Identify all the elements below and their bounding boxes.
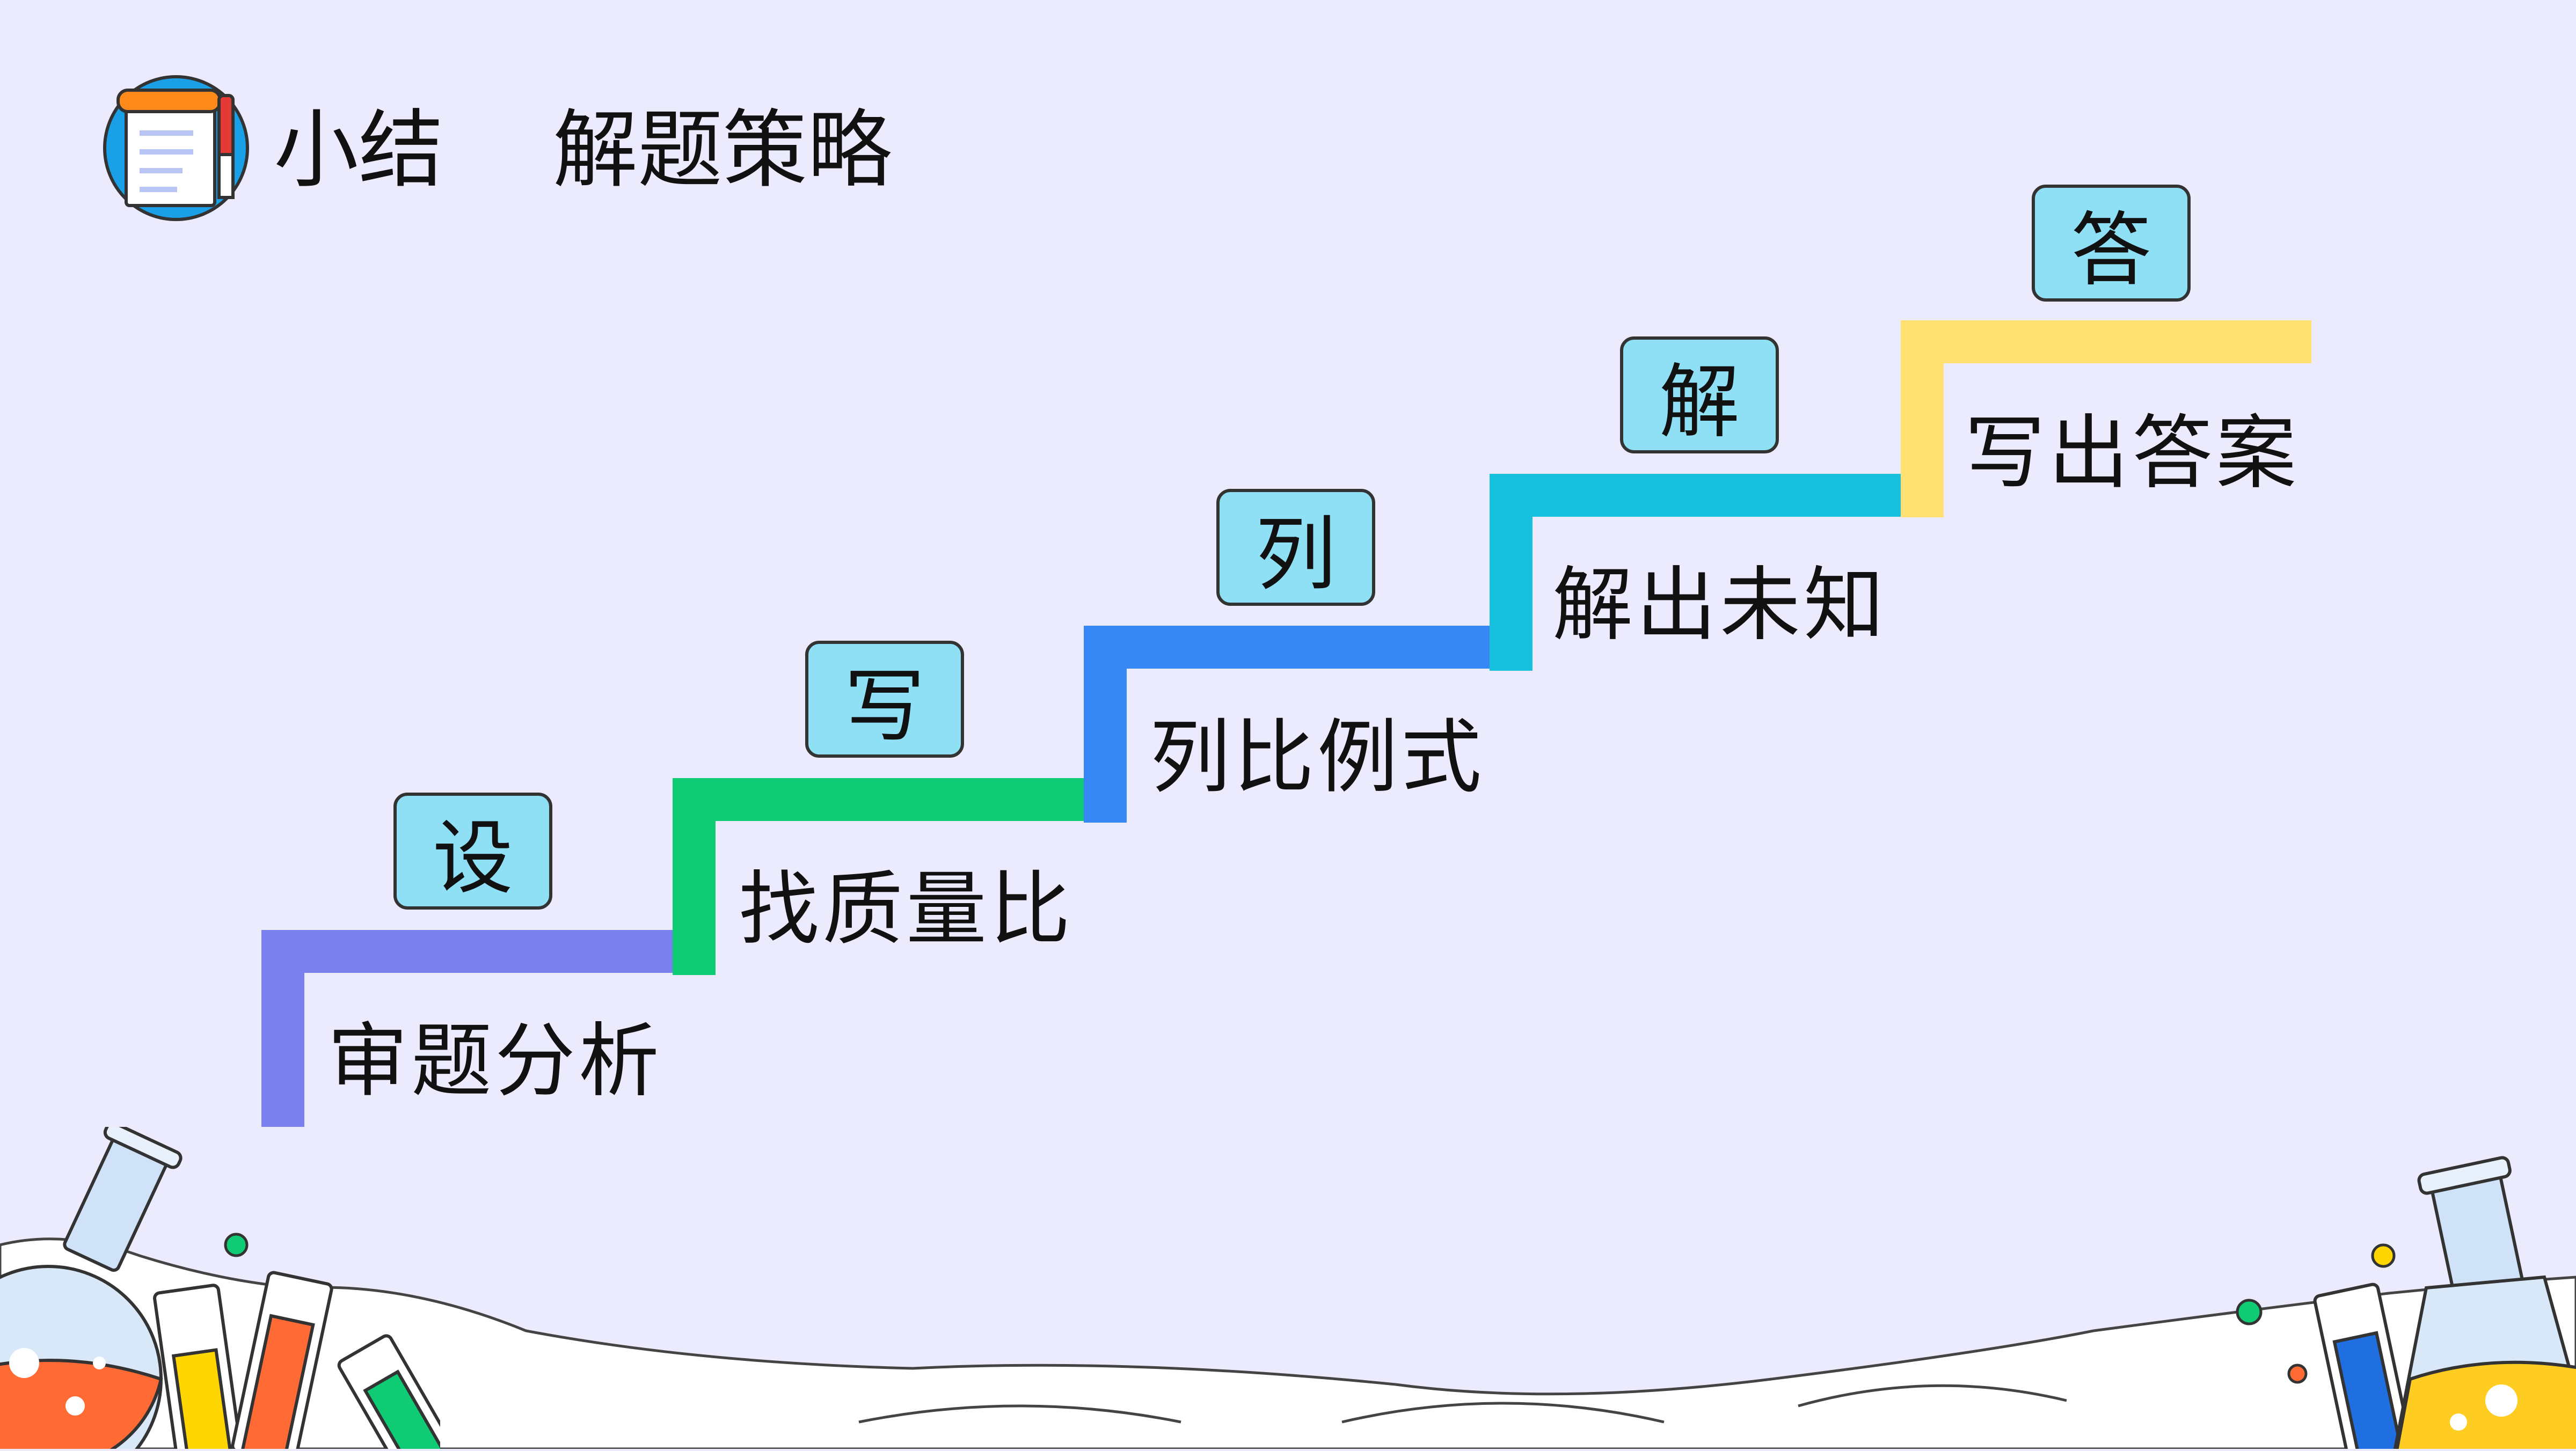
step-key-she: 设: [393, 793, 552, 910]
step-bar-2-vertical: [673, 778, 716, 975]
flask-right-icon: [2201, 1154, 2576, 1451]
step-bar-4-horizontal: [1490, 474, 1901, 517]
step-key-jie: 解: [1620, 336, 1779, 453]
page-title: 解题策略: [553, 101, 892, 200]
step-bar-4-vertical: [1490, 474, 1533, 671]
step-bar-3-vertical: [1084, 626, 1127, 823]
step-text-3: 列比例式: [1150, 711, 1485, 804]
step-key-da: 答: [2032, 185, 2191, 302]
step-bar-3-horizontal: [1084, 626, 1490, 669]
step-text-4: 解出未知: [1552, 559, 1888, 652]
step-bar-2-horizontal: [673, 778, 1084, 821]
step-bar-5-horizontal: [1901, 320, 2311, 363]
step-key-xie: 写: [805, 641, 964, 758]
step-text-5: 写出答案: [1965, 407, 2300, 500]
step-bar-1-horizontal: [261, 930, 673, 973]
notepad-icon: [102, 74, 252, 222]
flask-left-icon: [0, 1121, 458, 1451]
step-bar-5-vertical: [1901, 320, 1944, 517]
step-bar-1-vertical: [261, 930, 304, 1127]
step-key-lie: 列: [1216, 489, 1375, 606]
step-text-1: 审题分析: [327, 1015, 663, 1108]
step-text-2: 找质量比: [739, 863, 1074, 956]
section-label: 小结: [274, 101, 443, 200]
